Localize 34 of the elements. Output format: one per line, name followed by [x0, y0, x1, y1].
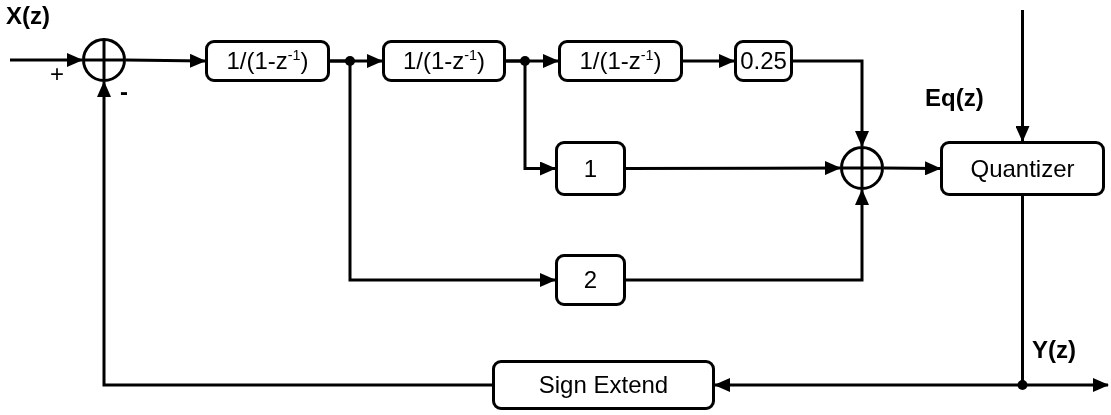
- signal-label: Eq(z): [925, 84, 984, 112]
- signal-arrow: [125, 53, 206, 68]
- block-box: [558, 40, 683, 82]
- block-box: [940, 141, 1105, 196]
- block-box: [382, 40, 506, 82]
- signal-arrow: [97, 81, 492, 387]
- signal-arrow: [1015, 10, 1030, 142]
- signal-label: X(z): [6, 2, 50, 30]
- block-box: [205, 40, 330, 82]
- signal-label: Y(z): [1032, 336, 1076, 364]
- block-label: Quantizer: [970, 154, 1075, 183]
- block-label: 1/(1-z$^{-1}$): [579, 47, 662, 75]
- block-label: 1: [583, 154, 598, 183]
- sign-label: -: [120, 78, 128, 106]
- block-box: [734, 40, 793, 82]
- signal-arrow: [793, 59, 869, 147]
- block-label: Sign Extend: [538, 371, 669, 399]
- signal-arrow: [626, 161, 841, 176]
- signal-arrow: [506, 59, 556, 176]
- block-box: [555, 141, 626, 196]
- sign-label: +: [50, 60, 64, 88]
- signal-arrow: [10, 53, 83, 67]
- signal-arrow: [683, 54, 735, 68]
- block-label: 1/(1-z$^{-1}$): [402, 47, 486, 75]
- signal-arrow: [626, 189, 869, 282]
- signal-arrow: [884, 161, 941, 176]
- summing-junction: [840, 146, 884, 190]
- block-box: [492, 360, 715, 410]
- summing-junction: [82, 38, 126, 82]
- block-label: 0.25: [740, 47, 787, 75]
- block-label: 1/(1-z$^{-1}$): [226, 47, 309, 75]
- block-label: 2: [583, 266, 598, 294]
- signal-arrow: [330, 59, 556, 287]
- block-box: [555, 254, 626, 306]
